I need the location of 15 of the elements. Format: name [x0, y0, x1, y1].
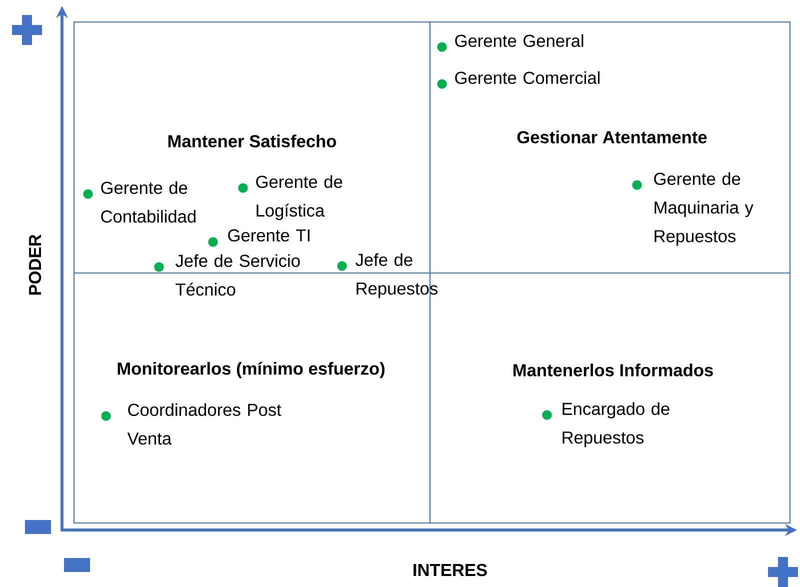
stakeholder-item: Jefe de Servicio Técnico	[154, 254, 300, 296]
stakeholder-item: Gerente de Maquinaria y Repuestos	[632, 172, 754, 246]
stakeholder-item: Gerente TI	[208, 229, 310, 247]
quadrant-heading: Mantener Satisfecho	[168, 134, 336, 148]
stakeholder-item: Encargado de Repuestos	[542, 402, 670, 448]
quadrant-heading: Monitorearlos (mínimo esfuerzo)	[118, 362, 384, 378]
axis-label: INTERES	[414, 564, 487, 576]
stakeholder-item: Gerente de Contabilidad	[83, 181, 196, 223]
stakeholder-item: Coordinadores Post Venta	[101, 403, 282, 445]
quadrant-heading: Gestionar Atentamente	[517, 130, 707, 144]
stakeholder-item: Gerente de Logística	[238, 175, 342, 220]
stakeholder-item: Gerente Comercial	[437, 71, 600, 89]
stakeholder-item: Gerente General	[437, 34, 584, 52]
quadrant-heading: Mantenerlos Informados	[514, 364, 713, 376]
axis-label: PODER	[28, 234, 42, 295]
